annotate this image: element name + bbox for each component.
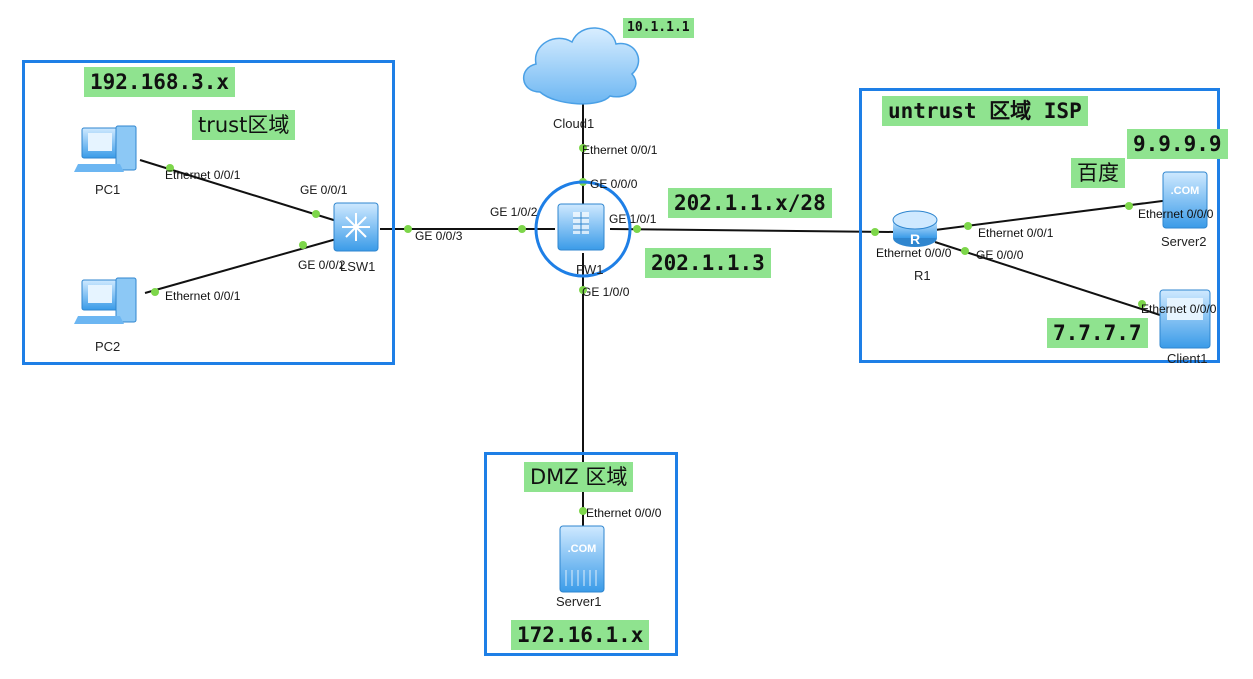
firewall-icon[interactable] bbox=[534, 180, 632, 278]
untrust-zone-title: untrust 区域 ISP bbox=[882, 96, 1088, 126]
fw-ge102-label: GE 1/0/2 bbox=[490, 205, 538, 219]
pc-icon[interactable] bbox=[74, 277, 137, 324]
client1-port-label: Ethernet 0/0/0 bbox=[1141, 302, 1217, 316]
trust-zone bbox=[22, 60, 395, 365]
pc2-name: PC2 bbox=[95, 339, 121, 354]
r1-ge000-label: GE 0/0/0 bbox=[976, 248, 1024, 262]
client1-name: Client1 bbox=[1167, 351, 1208, 366]
link-r1-client1 bbox=[934, 241, 1161, 316]
fw-ge101-label: GE 1/0/1 bbox=[609, 212, 657, 226]
lsw-ge2-label: GE 0/0/2 bbox=[298, 258, 346, 272]
link-pc2-lsw1 bbox=[144, 237, 341, 294]
server1-port-label: Ethernet 0/0/0 bbox=[586, 506, 662, 520]
r1-eth001-label: Ethernet 0/0/1 bbox=[978, 226, 1054, 240]
server2-port-label: Ethernet 0/0/0 bbox=[1138, 207, 1214, 221]
link-pc1-lsw1 bbox=[139, 159, 341, 223]
pc1-port-label: Ethernet 0/0/1 bbox=[165, 168, 241, 182]
link-fw1-r1 bbox=[609, 228, 896, 233]
client-ip-label: 7.7.7.7 bbox=[1047, 318, 1148, 348]
r1-name: R1 bbox=[914, 268, 931, 283]
lsw1-name: LSW1 bbox=[340, 259, 376, 274]
pc1-name: PC1 bbox=[95, 182, 121, 197]
fw-ge100-label: GE 1/0/0 bbox=[582, 285, 630, 299]
dmz-subnet-label: 172.16.1.x bbox=[511, 620, 650, 650]
fw-ge000-label: GE 0/0/0 bbox=[590, 177, 638, 191]
pc-icon[interactable] bbox=[74, 125, 137, 172]
r1-eth000-label: Ethernet 0/0/0 bbox=[876, 246, 952, 260]
cloud-icon[interactable] bbox=[523, 27, 640, 105]
pc2-port-label: Ethernet 0/0/1 bbox=[165, 289, 241, 303]
cloud-ip-label: 10.1.1.1 bbox=[623, 18, 694, 38]
server-icon[interactable]: .COM bbox=[1162, 171, 1208, 229]
cloud-port-label: Ethernet 0/0/1 bbox=[582, 143, 658, 157]
untrust-zone bbox=[859, 88, 1220, 363]
baidu-label: 百度 bbox=[1071, 158, 1125, 188]
svg-text:.COM: .COM bbox=[1171, 185, 1200, 197]
fw-wan-ip-label: 202.1.1.3 bbox=[645, 248, 771, 278]
wan-subnet-label: 202.1.1.x/28 bbox=[668, 188, 832, 218]
baidu-ip-label: 9.9.9.9 bbox=[1127, 129, 1228, 159]
trust-zone-title: trust区域 bbox=[192, 110, 296, 140]
svg-text:R: R bbox=[910, 231, 920, 247]
fw1-name: FW1 bbox=[576, 262, 604, 277]
server-icon[interactable]: .COM bbox=[559, 525, 605, 593]
server1-name: Server1 bbox=[556, 594, 602, 609]
dmz-zone-title: DMZ 区域 bbox=[524, 462, 634, 492]
client-icon[interactable] bbox=[1159, 289, 1211, 349]
svg-text:.COM: .COM bbox=[568, 543, 597, 555]
router-icon[interactable]: R bbox=[892, 210, 938, 247]
port-dots bbox=[151, 144, 1146, 515]
trust-subnet-label: 192.168.3.x bbox=[84, 67, 236, 97]
lsw-ge3-label: GE 0/0/3 bbox=[415, 229, 463, 243]
switch-icon[interactable] bbox=[333, 202, 379, 252]
server2-name: Server2 bbox=[1161, 234, 1207, 249]
cloud1-name: Cloud1 bbox=[553, 116, 595, 131]
lsw-ge1-label: GE 0/0/1 bbox=[300, 183, 348, 197]
dmz-zone bbox=[484, 452, 678, 656]
